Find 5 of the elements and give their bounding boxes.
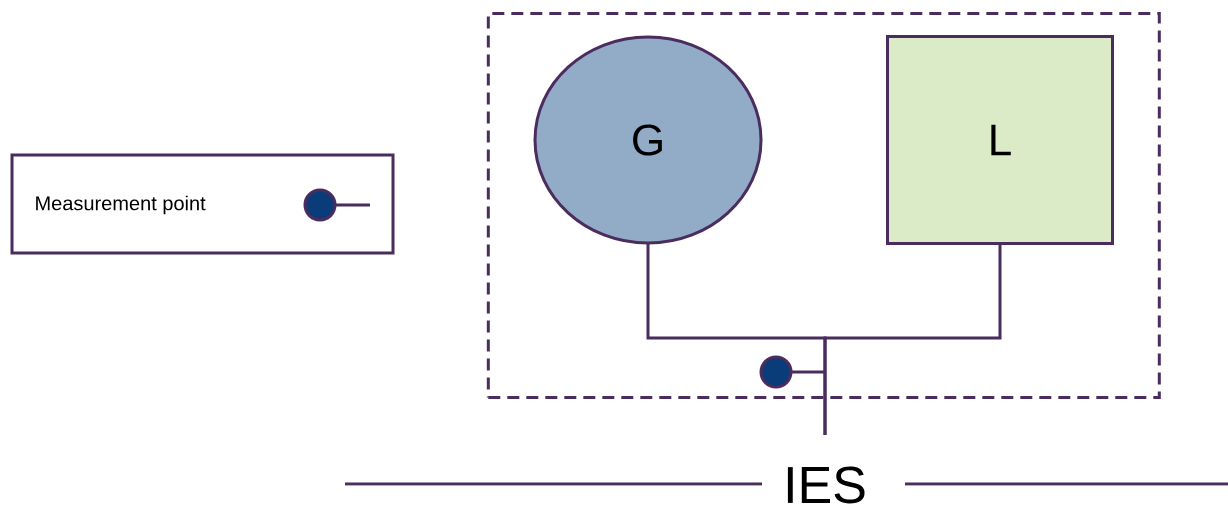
connector-line xyxy=(823,243,1002,435)
legend-box: Measurement point xyxy=(10,153,395,255)
dashed-boundary-box xyxy=(486,12,1161,399)
load-box: L xyxy=(886,35,1114,245)
bus-label: IES xyxy=(787,466,865,504)
